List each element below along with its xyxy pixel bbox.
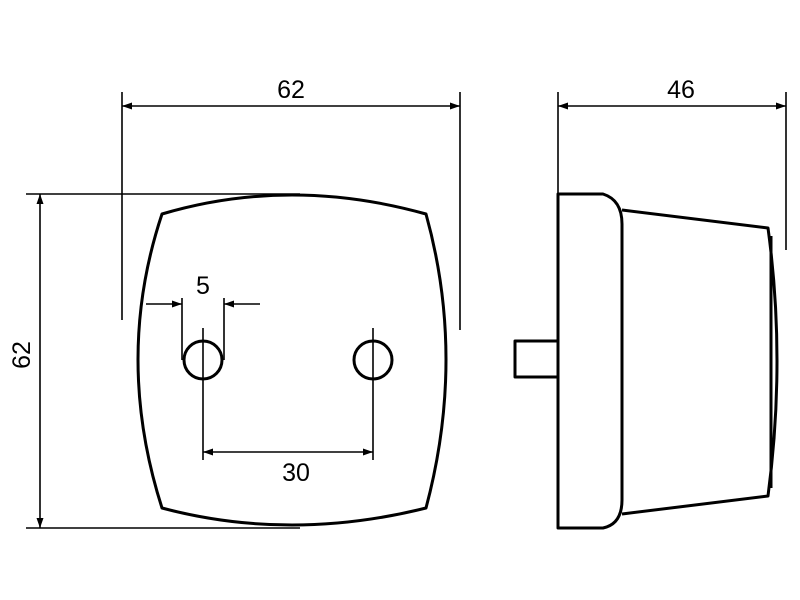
dimension-front-height: 62	[8, 193, 300, 529]
dimension-hole-spacing: 30	[203, 448, 373, 487]
dimension-side-depth: 46	[557, 76, 787, 250]
hole-spacing-label: 30	[282, 459, 310, 487]
front-width-label: 62	[277, 76, 305, 104]
front-view	[136, 193, 448, 527]
hole-diameter-label: 5	[196, 272, 210, 300]
dimension-hole-diameter: 5	[146, 272, 260, 308]
side-view-lens-body	[621, 208, 779, 516]
front-height-label: 62	[8, 341, 36, 369]
side-view-mounting-stud	[513, 339, 558, 379]
side-view-base-plate	[556, 192, 624, 530]
dimension-front-width: 62	[121, 76, 461, 330]
front-view-outline	[136, 193, 448, 527]
side-depth-label: 46	[667, 76, 695, 104]
side-view	[513, 192, 779, 530]
